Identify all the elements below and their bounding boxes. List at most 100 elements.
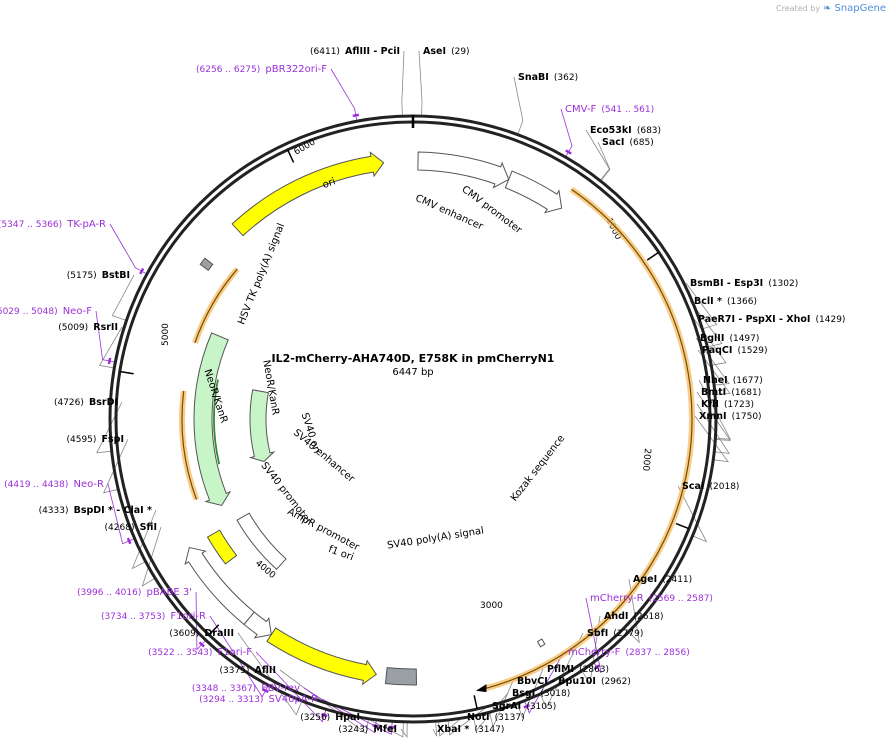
site-label-rsrii: (5009) RsrII: [58, 315, 118, 334]
site-label-nhei: NheI (1677): [703, 368, 763, 387]
site-leader-15: [581, 615, 601, 685]
site-labels: AseI (29)SnaBI (362)Eco53kI (683)SacI (6…: [0, 39, 845, 736]
site-leader-7: [695, 337, 730, 386]
site-leader-lines: [95, 50, 732, 739]
primer-label-pbabe-3: (3996 .. 4016) pBABE 3': [77, 580, 192, 599]
site-leader-21: [438, 716, 464, 737]
site-leader-23: [400, 721, 408, 739]
site-label-eco53ki: Eco53kI (683): [590, 118, 661, 137]
site-label-mfei: (3243) MfeI: [338, 717, 397, 736]
primer-leader-8: [107, 483, 135, 545]
site-leader-13: [677, 485, 708, 543]
site-label-ahdi: AhdI (2618): [604, 604, 663, 623]
feature-neor-kanr-10: [248, 389, 276, 463]
primer-leader-7: [195, 591, 207, 651]
primer-label-mcherry-f: mCherry-F (2837 .. 2856): [568, 640, 690, 659]
site-leader-11: [696, 403, 730, 454]
site-label-pflmi: PflMI (2863): [547, 657, 609, 676]
primer-leader-9: [95, 310, 116, 363]
site-leader-18: [489, 680, 514, 728]
site-leader-26: [237, 632, 303, 716]
feature-neor-kanr-9: [193, 332, 232, 507]
primer-mark-mcherry-f: [523, 704, 530, 709]
feature-hsv-tk-poly-a-signal-11: [199, 257, 214, 271]
site-label-bmti: BmtI (1681): [701, 380, 761, 399]
site-label-bspdi-clai: (4333) BspDI * - ClaI *: [39, 498, 152, 517]
primer-label-neo-f: (5029 .. 5048) Neo-F: [0, 299, 92, 318]
feature-cmv-enhancer-0: [417, 151, 510, 189]
site-label-afliii-pcii: (6411) AflIII - PciI: [310, 39, 400, 58]
feature-label-sv40-poly-a-signal-3: SV40 poly(A) signal: [387, 525, 485, 551]
feature-label-sv40-enhancer-8: SV40 enhancer: [291, 427, 357, 485]
site-label-fspi: (4595) FspI: [66, 427, 124, 446]
site-label-agei: AgeI (2411): [633, 567, 692, 586]
primer-mark-f1ori-f: [321, 712, 328, 718]
tick-label-2000: 2000: [640, 448, 652, 472]
feature-sv40-enhancer-8: [236, 512, 287, 570]
primer-leader-2: [524, 651, 565, 714]
feature-sv40-promoter-6: [184, 546, 255, 626]
feature-sv40-ori-7: [206, 529, 238, 565]
feature-sv40-poly-a-signal-3: [384, 667, 418, 686]
site-label-kfli: KflI (1723): [701, 392, 754, 411]
primer-label-sv40pa-r: (3294 .. 3313) SV40pA-R: [199, 687, 318, 706]
primer-leader-1: [585, 597, 602, 674]
snapgene-watermark: Created by ❧ SnapGene: [776, 3, 886, 14]
site-label-bcli: BclI * (1366): [694, 289, 757, 308]
feature-label-kozak-sequence-2: Kozak sequence: [509, 433, 567, 503]
plasmid-title: IL2-mCherry-AHA740D, E758K in pmCherryN1: [272, 352, 555, 365]
site-leader-19: [472, 692, 509, 732]
primer-leader-0: [560, 108, 573, 158]
site-label-xbai: XbaI * (3147): [437, 717, 504, 736]
primer-mark-cmv-f: [565, 149, 572, 155]
site-label-sfii: (4268) SfiI: [105, 515, 157, 534]
orf-arc-hsvtk: [192, 267, 240, 344]
tick-mark-5000: [119, 370, 134, 375]
site-label-scai: ScaI (2018): [682, 474, 739, 493]
primer-leader-10: [109, 223, 148, 275]
primer-label-f1ori-f: (3522 .. 3543) F1ori-F: [148, 640, 252, 659]
orf-arc-neo-core: [181, 390, 198, 500]
primer-label-tk-pa-r: (5347 .. 5366) TK-pA-R: [0, 212, 106, 231]
site-leader-0: [418, 50, 423, 117]
orf-arc-hsvtk-core: [194, 268, 238, 344]
primer-label-mcherry-r: mCherry-R (2569 .. 2587): [590, 586, 713, 605]
site-label-bsgi: BsgI (3018): [512, 681, 570, 700]
orf-arc-mcherry-core: [486, 188, 693, 689]
site-leader-3: [597, 141, 611, 182]
site-leader-4: [685, 282, 718, 330]
primer-mark-pbr322ori-f: [352, 113, 360, 118]
primer-mark-pbabe-3: [198, 641, 205, 648]
tick-label-5000: 5000: [161, 323, 171, 346]
site-leader-8: [697, 349, 731, 395]
site-leader-32: [111, 274, 135, 321]
orf-arc-neo-inner: [213, 379, 221, 465]
tick-mark-6000: [286, 149, 295, 163]
feature-f1-ori-4: [266, 627, 377, 686]
primer-leader-6: [209, 615, 269, 698]
site-label-draiii: (3609) DraIII: [169, 621, 234, 640]
plasmid-length: 6447 bp: [392, 367, 433, 378]
primer-label-cmv-f: CMV-F (541 .. 561): [565, 97, 654, 116]
site-leader-31: [98, 326, 123, 369]
feature-arrows: [184, 151, 563, 686]
snapgene-logo-icon: ❧: [823, 3, 832, 14]
site-label-aflii: (3375) AflII: [220, 658, 277, 677]
feature-label-hsv-tk-poly-a-signal-11: HSV TK poly(A) signal: [236, 222, 287, 327]
site-leader-12: [694, 415, 729, 463]
site-label-bbvci-bpu10i: BbvCI - Bpu10I (2962): [517, 669, 631, 688]
primer-leader-11: [330, 68, 358, 122]
orf-arc-mcherry-head: [475, 684, 487, 693]
tick-mark-4000: [208, 624, 220, 636]
site-label-xmni: XmnI (1750): [699, 404, 762, 423]
site-leader-33: [401, 50, 405, 117]
primer-mark-mcherry-r: [593, 664, 601, 671]
site-marks: [107, 113, 601, 729]
primer-label-pbr322ori-f: (6256 .. 6275) pBR322ori-F: [196, 57, 327, 76]
site-label-bstbi: (5175) BstBI: [67, 263, 130, 282]
tick-mark-1000: [646, 251, 660, 261]
site-label-sbfi: SbfI (2779): [587, 621, 643, 640]
